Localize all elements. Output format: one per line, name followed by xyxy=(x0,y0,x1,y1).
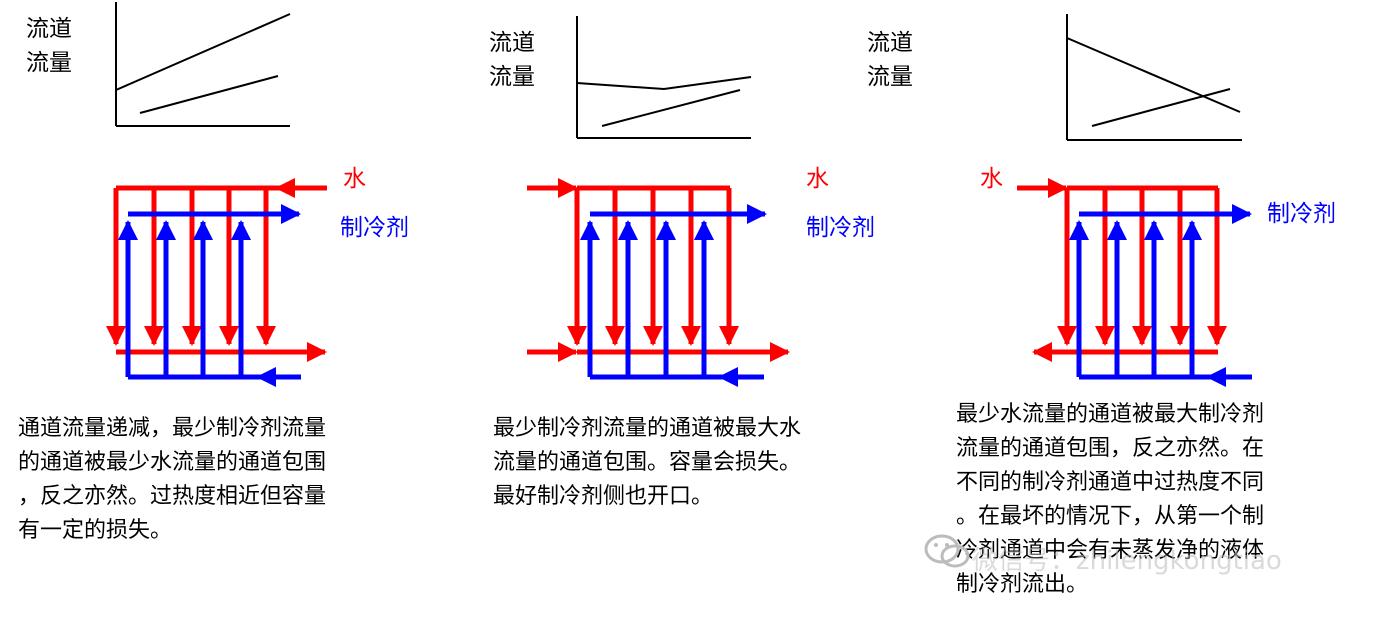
panel-2-refrigerant-curve xyxy=(601,89,741,127)
panel-1-refrigerant-network xyxy=(118,204,301,387)
panel-1-water-label: 水 xyxy=(343,166,366,192)
panel-3-refrigerant-label: 制冷剂 xyxy=(1267,201,1336,227)
panel-3-refrigerant-curve xyxy=(1091,88,1231,127)
wechat-icon xyxy=(924,534,970,568)
panel-1-water-curve xyxy=(115,13,291,91)
panel-1-refrigerant-curve xyxy=(139,75,279,114)
watermark-text: 微信号：zhilengkongtiao xyxy=(972,546,1282,576)
panel-3-graph xyxy=(1066,14,1242,141)
panel-3-water-curve xyxy=(1066,37,1241,113)
panel-3-water-label: 水 xyxy=(980,166,1003,192)
panel-1-refrigerant-label: 制冷剂 xyxy=(340,215,409,241)
panel-2-refrigerant-network xyxy=(580,204,767,387)
panel-3-caption: 最少水流量的通道被最大制冷剂 流量的通道包围，反之亦然。在 不同的制冷剂通道中过… xyxy=(956,402,1265,597)
panel-2-water-label: 水 xyxy=(806,166,829,192)
panel-2-refrigerant-label: 制冷剂 xyxy=(806,215,875,241)
panel-3-refrigerant-network xyxy=(1069,204,1252,387)
panel-1-y-axis-label: 流道 流量 xyxy=(26,16,72,76)
panel-3-y-axis-label: 流道 流量 xyxy=(867,30,913,90)
panel-2-caption: 最少制冷剂流量的通道被最大水 流量的通道包围。容量会损失。 最好制冷剂侧也开口。 xyxy=(493,416,802,509)
panel-3-water-network xyxy=(1017,178,1227,362)
panel-1-graph xyxy=(115,2,291,127)
panel-2-water-curve xyxy=(576,76,752,91)
panel-1-caption: 通道流量递减，最少制冷剂流量 的通道被最少水流量的通道包围 ，反之亦然。过热度相… xyxy=(18,416,327,543)
panel-2-graph xyxy=(576,16,752,139)
panel-2-y-axis-label: 流道 流量 xyxy=(489,30,535,90)
